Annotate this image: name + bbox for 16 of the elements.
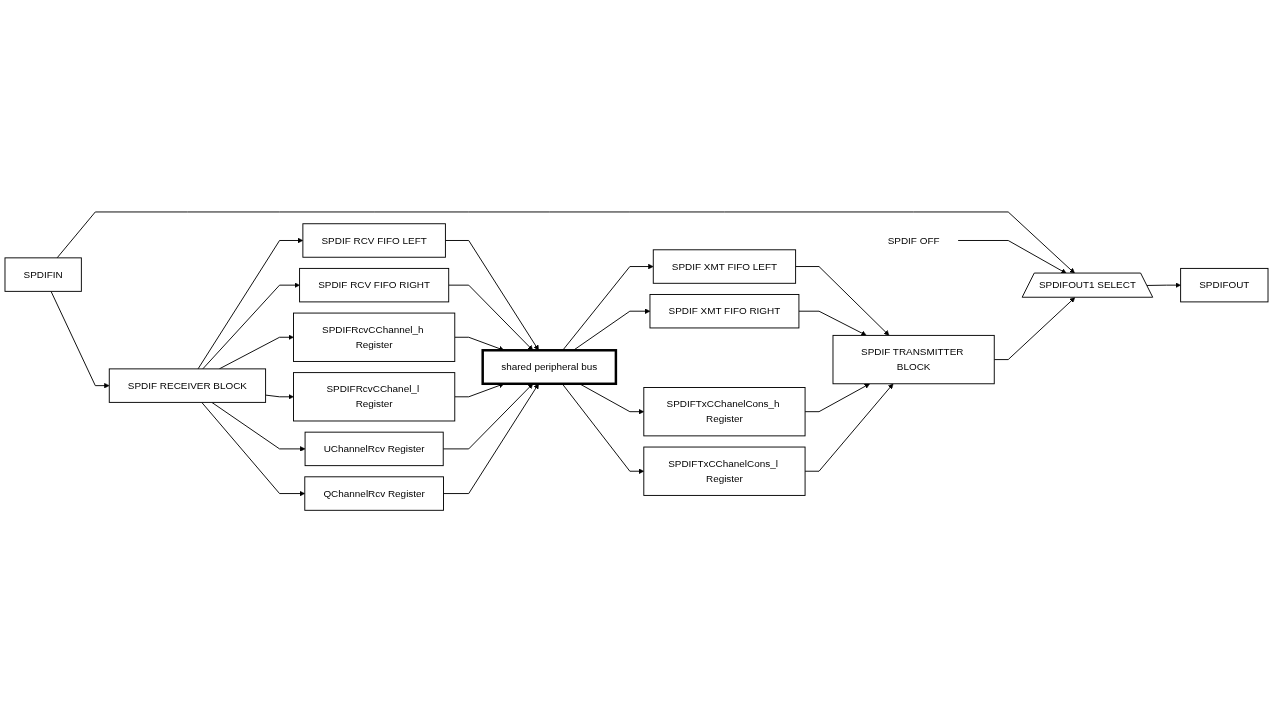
node-box: shared peripheral bus (481, 349, 618, 386)
node-box: SPDIF TRANSMITTER BLOCK (832, 335, 995, 385)
node-box: SPDIFRcvCChannel_h Register (293, 312, 456, 363)
node-box: SPDIFTxCChanelCons_l Register (643, 446, 806, 497)
node-box: SPDIF RCV FIFO RIGHT (299, 268, 450, 303)
node-box: SPDIFTxCChanelCons_h Register (643, 387, 806, 437)
node-text: SPDIF OFF (887, 235, 940, 246)
node-box: SPDIF RECEIVER BLOCK (108, 368, 267, 404)
node-box: SPDIF XMT FIFO RIGHT (649, 294, 800, 329)
node-box: SPDIF XMT FIFO LEFT (652, 249, 797, 285)
node-box: UChannelRcv Register (304, 432, 444, 467)
node-box: SPDIFRcvCChanel_l Register (293, 372, 456, 422)
node-box: SPDIF RCV FIFO LEFT (302, 223, 446, 259)
node-box: SPDIFOUT (1180, 268, 1269, 303)
node-box: QChannelRcv Register (304, 476, 444, 512)
node-box: SPDIFIN (4, 257, 82, 293)
